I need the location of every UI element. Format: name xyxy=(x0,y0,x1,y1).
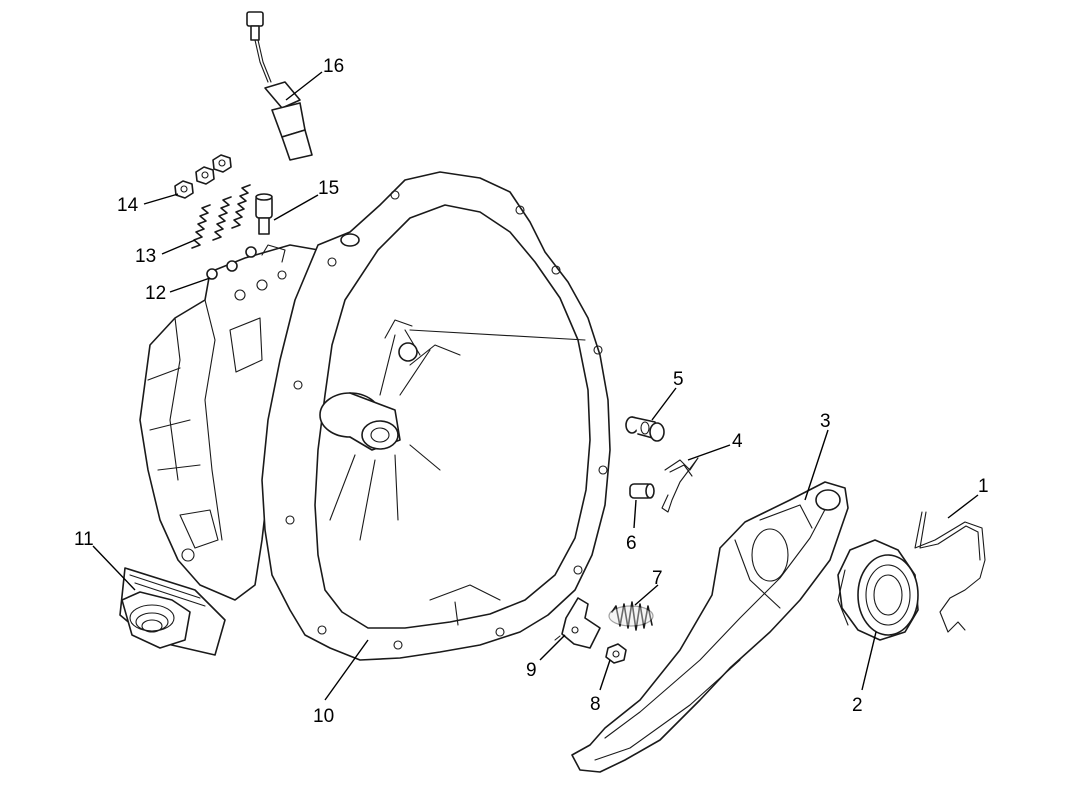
leader-11 xyxy=(92,545,136,591)
bracket-drawing xyxy=(554,597,601,649)
leader-3 xyxy=(804,429,829,501)
callout-4: 4 xyxy=(732,431,743,452)
detent-parts-drawing xyxy=(174,154,273,280)
callout-13: 13 xyxy=(135,246,156,267)
leader-5 xyxy=(651,387,677,421)
callout-16: 16 xyxy=(323,56,344,77)
compression-spring-drawing xyxy=(608,601,654,631)
callout-3: 3 xyxy=(820,411,831,432)
leader-8 xyxy=(599,659,611,691)
callout-2: 2 xyxy=(852,695,863,716)
release-bearing-drawing xyxy=(837,539,919,641)
leader-14 xyxy=(143,193,179,205)
leader-1 xyxy=(947,494,979,519)
callout-8: 8 xyxy=(590,694,601,715)
callout-7: 7 xyxy=(652,568,663,589)
reverse-light-switch-drawing xyxy=(246,11,313,161)
callout-9: 9 xyxy=(526,660,537,681)
release-fork-drawing xyxy=(571,481,849,773)
callout-6: 6 xyxy=(626,533,637,554)
clutch-housing-drawing xyxy=(139,171,611,661)
dust-boot-drawing xyxy=(119,567,226,656)
leader-6 xyxy=(633,499,637,529)
spring-clip-drawing xyxy=(914,511,986,633)
callout-14: 14 xyxy=(117,195,139,216)
callout-11: 11 xyxy=(74,529,94,550)
leader-10 xyxy=(324,639,369,701)
retaining-clip-drawing xyxy=(661,457,699,513)
leader-16 xyxy=(285,71,323,101)
callout-15: 15 xyxy=(318,178,339,199)
leader-lines xyxy=(92,71,979,701)
leader-12 xyxy=(169,277,211,293)
callout-5: 5 xyxy=(673,369,684,390)
leader-4 xyxy=(687,444,731,461)
bushing-drawing xyxy=(629,483,655,499)
pivot-stud-drawing xyxy=(625,416,665,442)
leader-9 xyxy=(539,634,566,661)
leader-13 xyxy=(161,239,196,255)
callout-12: 12 xyxy=(145,283,166,304)
callout-1: 1 xyxy=(978,476,989,497)
bolt-drawing xyxy=(605,643,627,664)
leader-15 xyxy=(273,194,319,221)
callout-10: 10 xyxy=(313,706,334,727)
leader-2 xyxy=(861,631,877,691)
leader-7 xyxy=(634,584,659,606)
callout-labels: 1 2 3 4 5 6 7 8 9 10 11 12 13 14 15 16 xyxy=(74,56,989,727)
